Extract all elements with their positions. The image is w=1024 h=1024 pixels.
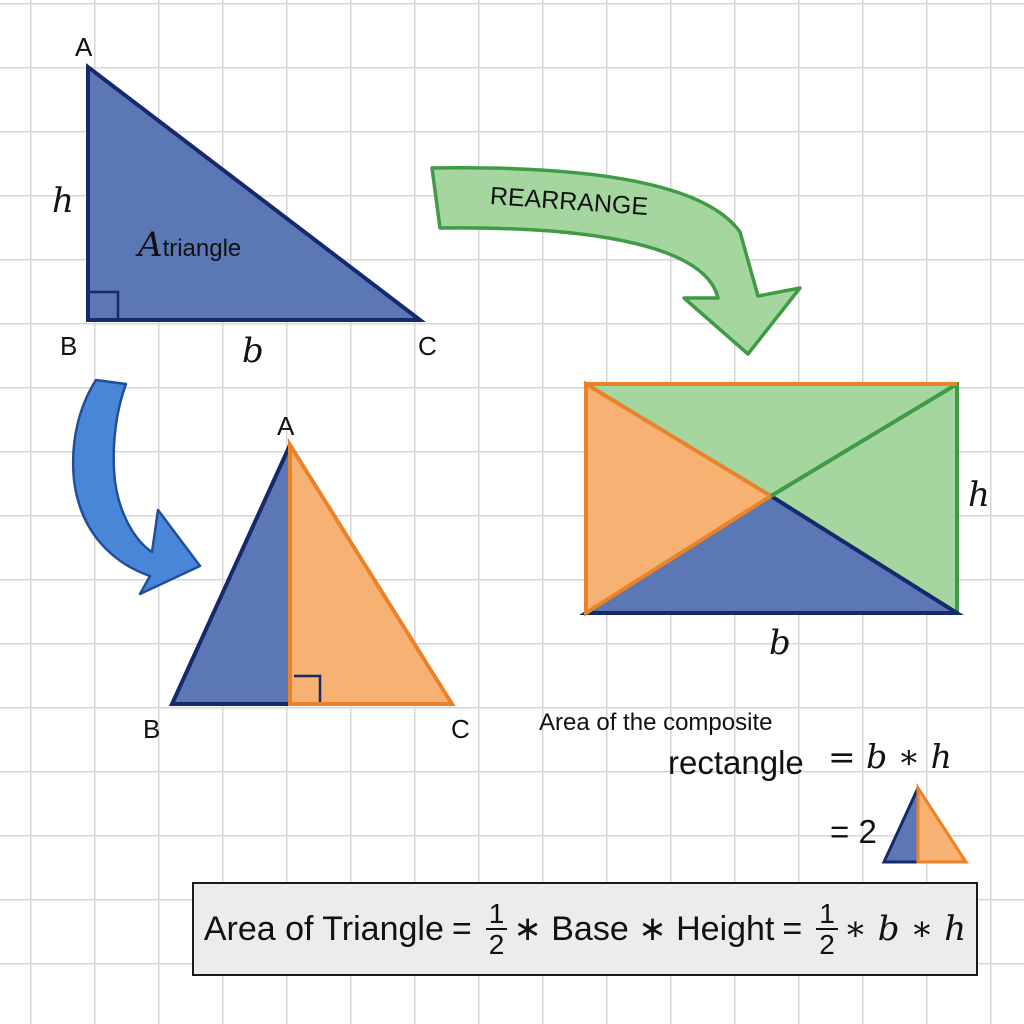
composite-line2-word: rectangle xyxy=(668,744,804,781)
mini-triangle-left xyxy=(881,787,920,864)
height-label: h xyxy=(52,181,74,221)
fraction-1-denominator: 2 xyxy=(488,929,505,960)
vertex-a-label: A xyxy=(75,32,93,62)
rectangle-base-label: b xyxy=(769,623,791,663)
rectangle-height-label: h xyxy=(968,475,990,515)
mini-triangle-right xyxy=(916,782,969,864)
triangle-right-half xyxy=(288,438,456,706)
triangle-left-half xyxy=(168,444,292,706)
formula-equals-2: = xyxy=(782,909,803,948)
area-subscript: triangle xyxy=(162,235,242,262)
formula-middle: ∗ Base ∗ Height xyxy=(513,910,775,948)
formula-fraction-2: 1 2 xyxy=(816,898,838,960)
iso-vertex-b-label: B xyxy=(143,714,161,744)
fraction-2-denominator: 2 xyxy=(819,929,835,960)
base-label: b xyxy=(242,331,264,371)
right-angle-marker xyxy=(88,290,120,320)
right-angle-marker-2 xyxy=(294,674,322,702)
vertex-c-label: C xyxy=(418,331,437,361)
rectangle-green-diagonal xyxy=(769,382,959,498)
formula-equals-1: = xyxy=(451,909,472,948)
composite-line1: Area of the composite xyxy=(539,709,773,736)
curved-blue-arrow xyxy=(71,378,202,596)
rearrange-arrow xyxy=(430,166,802,356)
area-formula-box: Area of Triangle = 1 2 ∗ Base ∗ Height =… xyxy=(192,882,978,976)
iso-vertex-c-label: C xyxy=(451,714,470,744)
area-triangle-label: Atriangle xyxy=(138,228,241,262)
composite-line3: = 2 xyxy=(830,813,877,850)
vertex-b-label: B xyxy=(60,331,78,361)
iso-vertex-a-label: A xyxy=(277,411,295,441)
rectangle-orange-triangle xyxy=(584,380,775,617)
formula-fraction-1: 1 2 xyxy=(485,898,508,960)
fraction-1-numerator: 1 xyxy=(485,898,508,930)
right-triangle xyxy=(86,62,426,322)
fraction-2-numerator: 1 xyxy=(816,898,838,930)
area-symbol: A xyxy=(138,225,163,265)
composite-line2-eq: = b ∗ h xyxy=(828,737,952,776)
formula-rhs: ∗ b ∗ h xyxy=(843,909,967,949)
formula-lhs: Area of Triangle xyxy=(203,909,444,948)
